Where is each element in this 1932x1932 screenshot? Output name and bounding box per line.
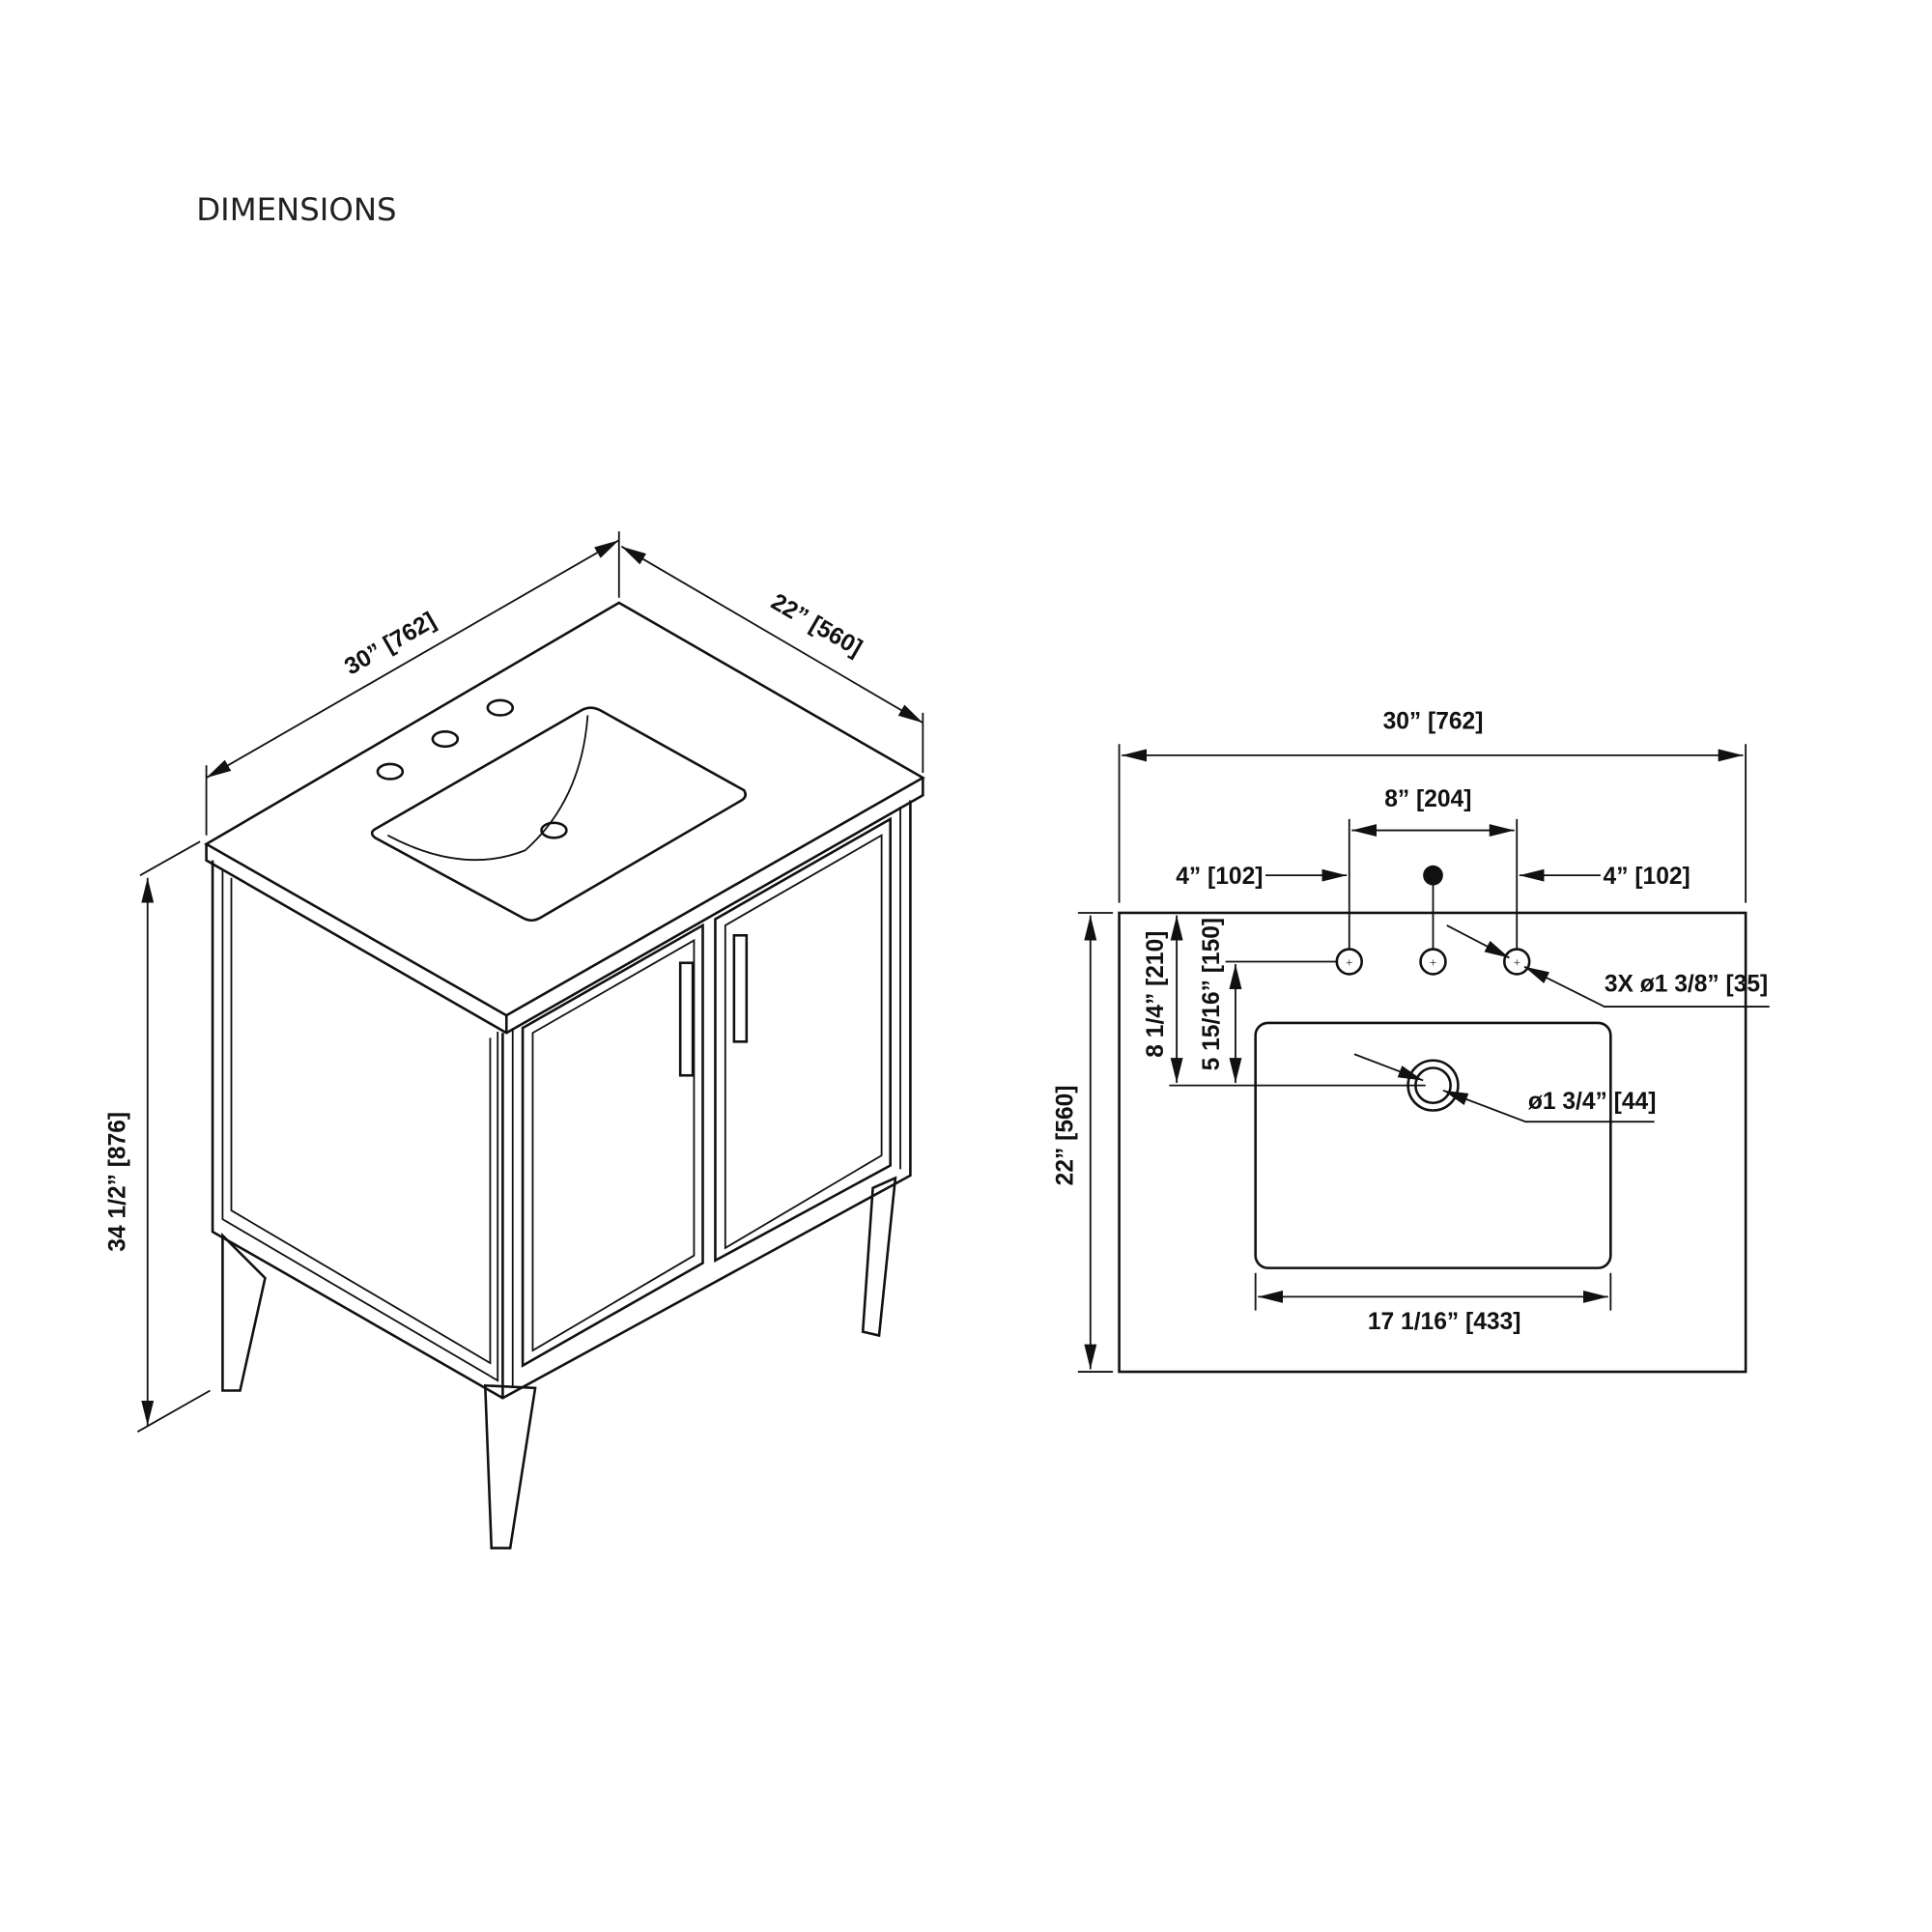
iso-dimensions: 30” [762] 22” [560] 34 1/2” [876] — [104, 531, 924, 1433]
right-door — [714, 816, 892, 1264]
countertop — [204, 601, 925, 1035]
iso-height-label: 34 1/2” [876] — [104, 1112, 130, 1252]
iso-depth-label: 22” [560] — [766, 589, 866, 662]
left-door — [521, 923, 704, 1368]
center-marker — [1423, 865, 1443, 886]
faucet-spread-label: 8” [204] — [1384, 786, 1471, 812]
top-width-label: 30” [762] — [1383, 709, 1484, 735]
cabinet-doors — [521, 816, 892, 1368]
cabinet-body — [211, 800, 912, 1400]
drain-hole — [540, 821, 568, 839]
left-door-handle — [678, 961, 695, 1077]
sink-width-label: 17 1/16” [433] — [1368, 1309, 1521, 1335]
top-depth-label: 22” [560] — [1053, 1085, 1079, 1185]
svg-text:+: + — [1514, 955, 1520, 970]
drain-diameter-label: ø1 3/4” [44] — [1528, 1089, 1657, 1115]
svg-text:+: + — [1346, 955, 1352, 970]
iso-width-label: 30” [762] — [340, 608, 440, 680]
faucet-holes-label: 3X ø1 3/8” [35] — [1605, 972, 1768, 998]
faucet-holes-top: + + + — [1335, 865, 1531, 976]
page-title: DIMENSIONS — [196, 191, 396, 228]
sink-basin — [370, 706, 747, 923]
left-offset-label: 4” [102] — [1176, 864, 1263, 890]
right-offset-label: 4” [102] — [1604, 864, 1690, 890]
sink-outline — [1254, 1021, 1612, 1269]
faucet-holes — [376, 698, 568, 839]
vanity-isometric: 30” [762] 22” [560] 34 1/2” [876] — [104, 531, 925, 1549]
legs — [221, 1176, 897, 1549]
svg-text:+: + — [1430, 955, 1436, 970]
drain-from-holes-label: 5 15/16” [150] — [1199, 918, 1225, 1071]
drain-from-back-label: 8 1/4” [210] — [1143, 931, 1169, 1058]
vanity-top-view: + + + 30” [762] 8” [204] 4” [102] 4” [10… — [1053, 709, 1770, 1374]
right-door-handle — [732, 933, 749, 1043]
